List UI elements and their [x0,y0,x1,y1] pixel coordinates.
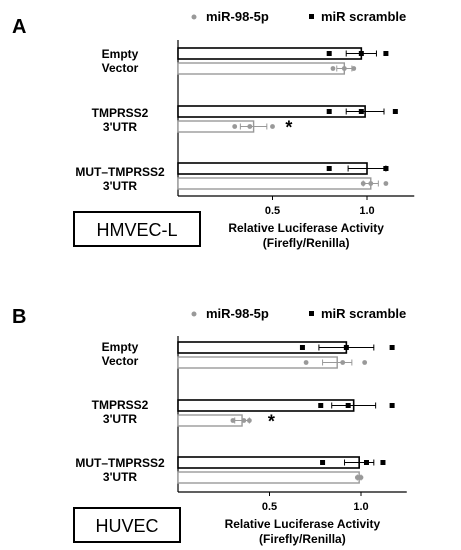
cell-line-label: HMVEC-L [96,220,177,240]
x-tick-label: 1.0 [359,205,374,217]
data-point-circle [341,66,347,71]
category-label: Empty [102,47,139,61]
data-point-circle [340,360,346,365]
legend-marker-square [309,311,314,316]
cell-line-box [73,211,201,247]
legend-marker-circle [191,14,197,20]
x-axis-label: (Firefly/Renilla) [259,532,346,546]
data-point-square [326,51,332,56]
data-point-square [318,403,324,408]
data-point-square [299,345,305,350]
bar-scramble [177,47,363,60]
data-point-circle [230,418,236,423]
category-label: Empty [102,340,139,354]
data-point-circle [383,181,389,186]
legend-label: miR scramble [321,9,406,24]
data-point-circle [360,181,366,186]
x-tick-label: 1.0 [353,501,368,513]
legend-label: miR-98-5p [206,306,269,321]
category-label: Vector [102,61,139,75]
data-point-circle [362,360,368,365]
data-point-square [380,460,386,465]
bar-scramble [177,456,360,469]
data-point-square [343,345,349,350]
category-label: MUT–TMPRSS2 [75,165,165,179]
data-point-square [326,166,332,171]
data-point-circle [247,124,253,129]
bar-mir98 [177,471,360,484]
legend-label: miR scramble [321,306,406,321]
data-point-square [358,51,364,56]
data-point-circle [330,66,336,71]
data-point-square [345,403,351,408]
significance-star: * [268,412,275,432]
data-point-square [358,109,364,114]
data-point-circle [303,360,309,365]
bar-mir98 [177,356,338,369]
x-axis-label: (Firefly/Renilla) [263,236,350,250]
legend-marker-square [309,14,314,19]
data-point-circle [241,418,247,423]
category-label: 3'UTR [103,120,138,134]
data-point-circle [270,124,275,129]
data-point-circle [351,66,357,71]
legend-marker-circle [191,311,197,317]
bar-scramble [177,105,366,118]
bar-scramble [177,162,368,175]
data-point-square [326,109,332,114]
x-axis-label: Relative Luciferase Activity [228,221,384,235]
bar-mir98 [177,177,372,190]
category-label: 3'UTR [103,179,138,193]
data-point-square [383,166,389,171]
category-label: TMPRSS2 [92,106,149,120]
bar-scramble [177,399,355,412]
category-label: 3'UTR [103,412,138,426]
data-point-circle [232,124,238,129]
x-axis-label: Relative Luciferase Activity [225,517,381,531]
panel-letter: A [12,16,26,38]
data-point-circle [358,475,364,480]
data-point-square [392,109,398,114]
category-label: Vector [102,354,139,368]
x-tick-label: 0.5 [262,501,277,513]
cell-line-label: HUVEC [95,516,158,536]
data-point-square [383,51,389,56]
legend-label: miR-98-5p [206,9,269,24]
data-point-circle [368,181,374,186]
category-label: MUT–TMPRSS2 [75,456,165,470]
data-point-circle [246,418,252,423]
panel-letter: B [12,306,26,328]
data-point-square [363,460,369,465]
bar-mir98 [177,62,346,75]
data-point-square [389,403,395,408]
category-label: 3'UTR [103,470,138,484]
data-point-square [320,460,326,465]
data-point-square [389,345,395,350]
significance-star: * [285,118,292,138]
cell-line-box [73,507,181,543]
category-label: TMPRSS2 [92,398,149,412]
x-tick-label: 0.5 [265,205,280,217]
